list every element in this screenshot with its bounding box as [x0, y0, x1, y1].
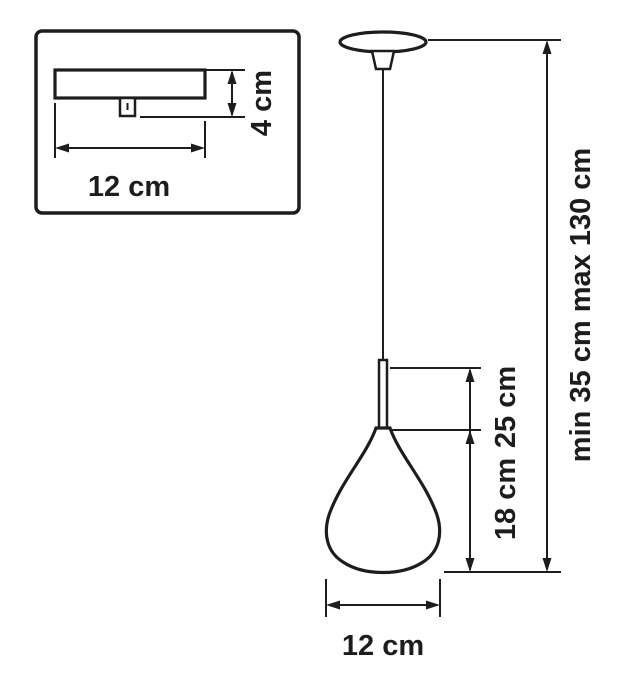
shade-height-label: 18 cm	[490, 458, 522, 540]
inset-width-dimension: 12 cm	[54, 103, 206, 203]
ceiling-canopy	[338, 30, 428, 54]
lamp-shade	[324, 426, 442, 575]
overall-height-dimension: min 35 cm max 130 cm	[428, 39, 597, 573]
shade-segment-dimensions: 25 cm 18 cm	[390, 366, 522, 572]
inset-height-label: 4 cm	[246, 70, 278, 136]
canopy-profile	[53, 68, 207, 100]
lamp-stem	[377, 358, 389, 430]
canopy-detail-inset: 4 cm 12 cm	[34, 29, 301, 215]
pendant-lamp	[324, 30, 442, 575]
inset-width-label: 12 cm	[88, 171, 170, 203]
shade-width-label: 12 cm	[342, 630, 424, 662]
overall-height-label: min 35 cm max 130 cm	[565, 148, 597, 462]
inset-height-dimension: 4 cm	[140, 69, 278, 136]
stem-plus-shade-height-label: 25 cm	[490, 366, 522, 448]
canopy-wire-connector	[370, 49, 396, 71]
shade-width-dimension: 12 cm	[325, 579, 441, 662]
inset-border	[34, 29, 301, 215]
